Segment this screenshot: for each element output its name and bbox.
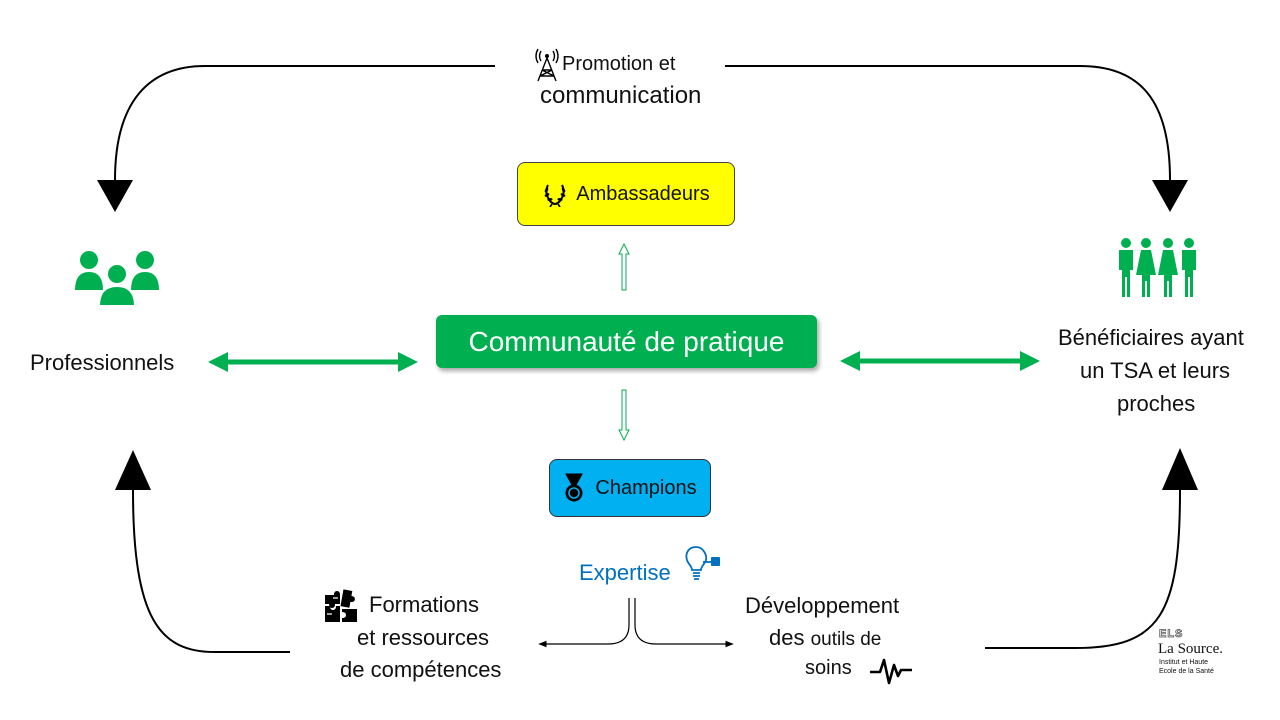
label-promotion-line2: communication — [540, 82, 702, 109]
label-formations-line2: et ressources — [357, 625, 490, 650]
label-beneficiaires-line2: un TSA et leurs — [1080, 358, 1231, 383]
communaute-label: Communauté de pratique — [468, 325, 785, 357]
communaute-de-pratique-box: Communauté de pratique — [436, 315, 817, 368]
curve-bottom-right — [985, 489, 1181, 649]
laurel-wreath-icon — [542, 181, 568, 207]
arrow-down-champions — [618, 389, 630, 442]
medal-icon — [563, 473, 585, 503]
lightbulb-icon — [684, 544, 722, 584]
arrowhead-bottom-right — [1162, 448, 1198, 490]
logo-name: La Source. — [1158, 641, 1223, 657]
champions-label: Champions — [595, 476, 697, 499]
label-developpement-line3: soins — [805, 657, 852, 679]
curve-bottom-left — [132, 489, 290, 653]
label-promotion-line1: Promotion et — [562, 53, 676, 75]
label-beneficiaires-line3: proches — [1117, 391, 1196, 416]
label-developpement-line2: des outils de — [769, 624, 881, 652]
logo-sub-line1: Institut et Haute — [1159, 659, 1209, 666]
curve-top-left — [114, 65, 495, 181]
ambassadeurs-label: Ambassadeurs — [576, 182, 710, 205]
fork-left — [538, 598, 630, 648]
ambassadeurs-box: Ambassadeurs — [517, 162, 735, 226]
label-developpement-line1: Développement — [745, 593, 900, 618]
label-developpement-des: des — [769, 625, 811, 650]
champions-box: Champions — [549, 459, 711, 517]
heartbeat-pulse-icon — [869, 656, 913, 686]
antenna-tower-icon — [533, 48, 561, 82]
logo-sub-line2: Ecole de la Santé — [1159, 668, 1214, 675]
puzzle-pieces-icon — [324, 589, 358, 623]
la-source-logo: ELS La Source. Institut et Haute Ecole d… — [1158, 628, 1243, 680]
label-professionnels: Professionnels — [30, 350, 175, 375]
arrow-up-ambassadeurs — [618, 242, 630, 291]
label-formations-line3: de compétences — [340, 657, 502, 682]
fork-right — [634, 598, 734, 648]
arrowhead-top-right — [1152, 180, 1188, 212]
label-developpement-outils: outils de — [810, 629, 882, 650]
label-beneficiaires-line1: Bénéficiaires ayant — [1058, 325, 1244, 350]
group-of-people-icon — [73, 248, 161, 307]
label-formations-line1: Formations — [369, 592, 480, 617]
arrowhead-bottom-left — [115, 450, 151, 490]
family-icon — [1114, 237, 1202, 297]
arrowhead-top-left — [97, 180, 133, 212]
curve-top-right — [725, 65, 1171, 181]
label-expertise: Expertise — [579, 560, 671, 585]
logo-mark: ELS — [1159, 628, 1184, 641]
